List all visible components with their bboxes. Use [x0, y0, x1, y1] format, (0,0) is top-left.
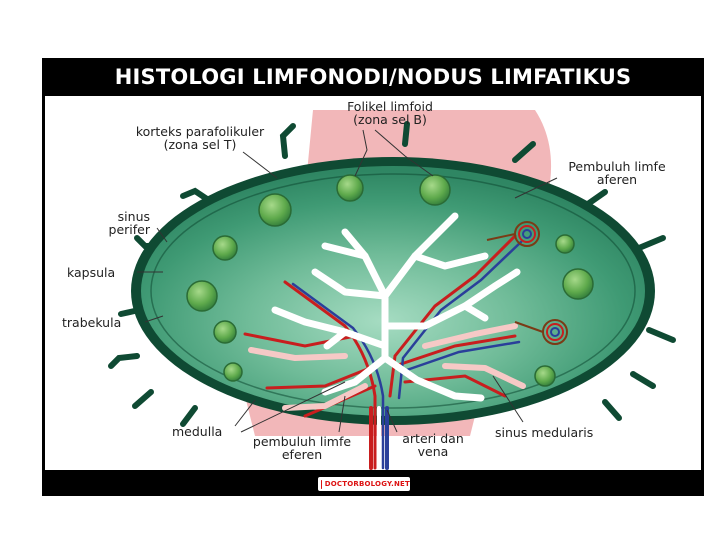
label-sinus-medularis: sinus medularis	[495, 426, 593, 439]
label-pembuluh-limfe-eferen: pembuluh limfe eferen	[242, 435, 362, 461]
logo-text: DOCTORBOLOGY.NET	[325, 480, 410, 488]
source-logo: DOCTORBOLOGY.NET	[318, 477, 410, 491]
label-korteks-line-2: (zona sel T)	[110, 138, 290, 151]
label-sinus-perifer: sinus perifer	[70, 210, 150, 236]
label-folikel-limfoid: Folikel limfoid (zona sel B)	[330, 100, 450, 126]
label-korteks-parafolikuler: korteks parafolikuler (zona sel T)	[110, 125, 290, 151]
logo-mark-icon	[321, 480, 322, 489]
label-aferen-line-2: aferen	[552, 173, 682, 186]
label-kapsula: kapsula	[67, 266, 115, 279]
label-folikel-line-2: (zona sel B)	[330, 113, 450, 126]
label-sinus-line-2: perifer	[70, 223, 150, 236]
label-eferen-line-2: eferen	[242, 448, 362, 461]
label-trabekula: trabekula	[62, 316, 121, 329]
diagram-title: HISTOLOGI LIMFONODI/NODUS LIMFATIKUS	[45, 60, 701, 94]
label-arteri-line-2: vena	[398, 445, 468, 458]
lymph-node-illustration	[45, 96, 701, 470]
label-medulla: medulla	[172, 425, 222, 438]
label-pembuluh-limfe-aferen: Pembuluh limfe aferen	[552, 160, 682, 186]
label-arteri-dan-vena: arteri dan vena	[398, 432, 468, 458]
